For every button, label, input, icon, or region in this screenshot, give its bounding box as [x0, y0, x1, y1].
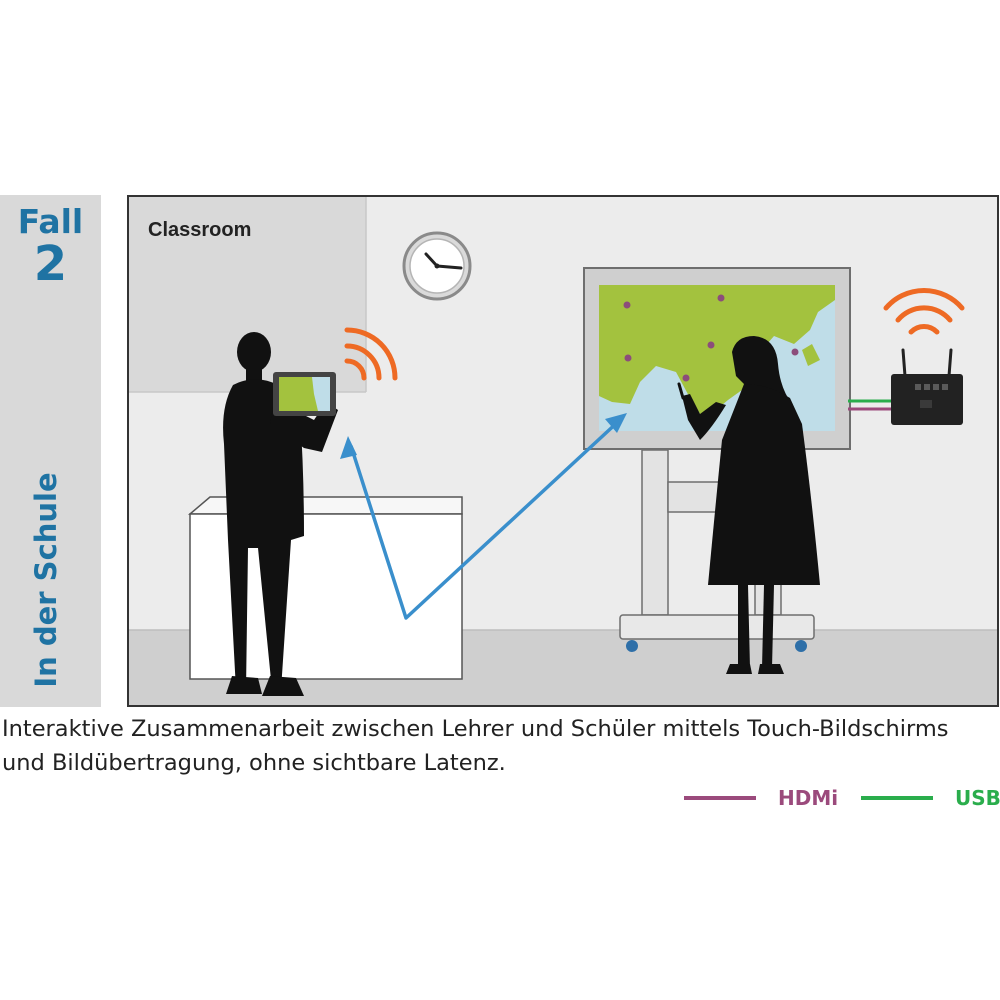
room-label: Classroom — [148, 219, 251, 241]
sidebar-panel — [0, 195, 101, 707]
caption-text: Interaktive Zusammenarbeit zwischen Lehr… — [2, 716, 949, 776]
wall-clock-icon — [402, 231, 472, 301]
case-number: 2 — [33, 236, 68, 292]
hdmi-legend-line — [684, 796, 756, 800]
case-word: Fall — [17, 202, 84, 241]
wifi-signal-icon — [344, 327, 398, 381]
usb-legend-line — [861, 796, 933, 800]
scene-frame — [127, 195, 999, 707]
wifi-signal-icon — [883, 288, 965, 335]
hdmi-legend-label: HDMi — [778, 786, 839, 810]
touch-display-icon — [583, 267, 851, 450]
usb-legend-label: USB — [955, 786, 1000, 810]
tablet-icon — [273, 372, 336, 416]
wireless-router-icon — [891, 348, 963, 425]
student-silhouette — [682, 336, 820, 674]
case-label: Fall 2 — [0, 205, 101, 288]
connection-arrow — [340, 413, 627, 620]
